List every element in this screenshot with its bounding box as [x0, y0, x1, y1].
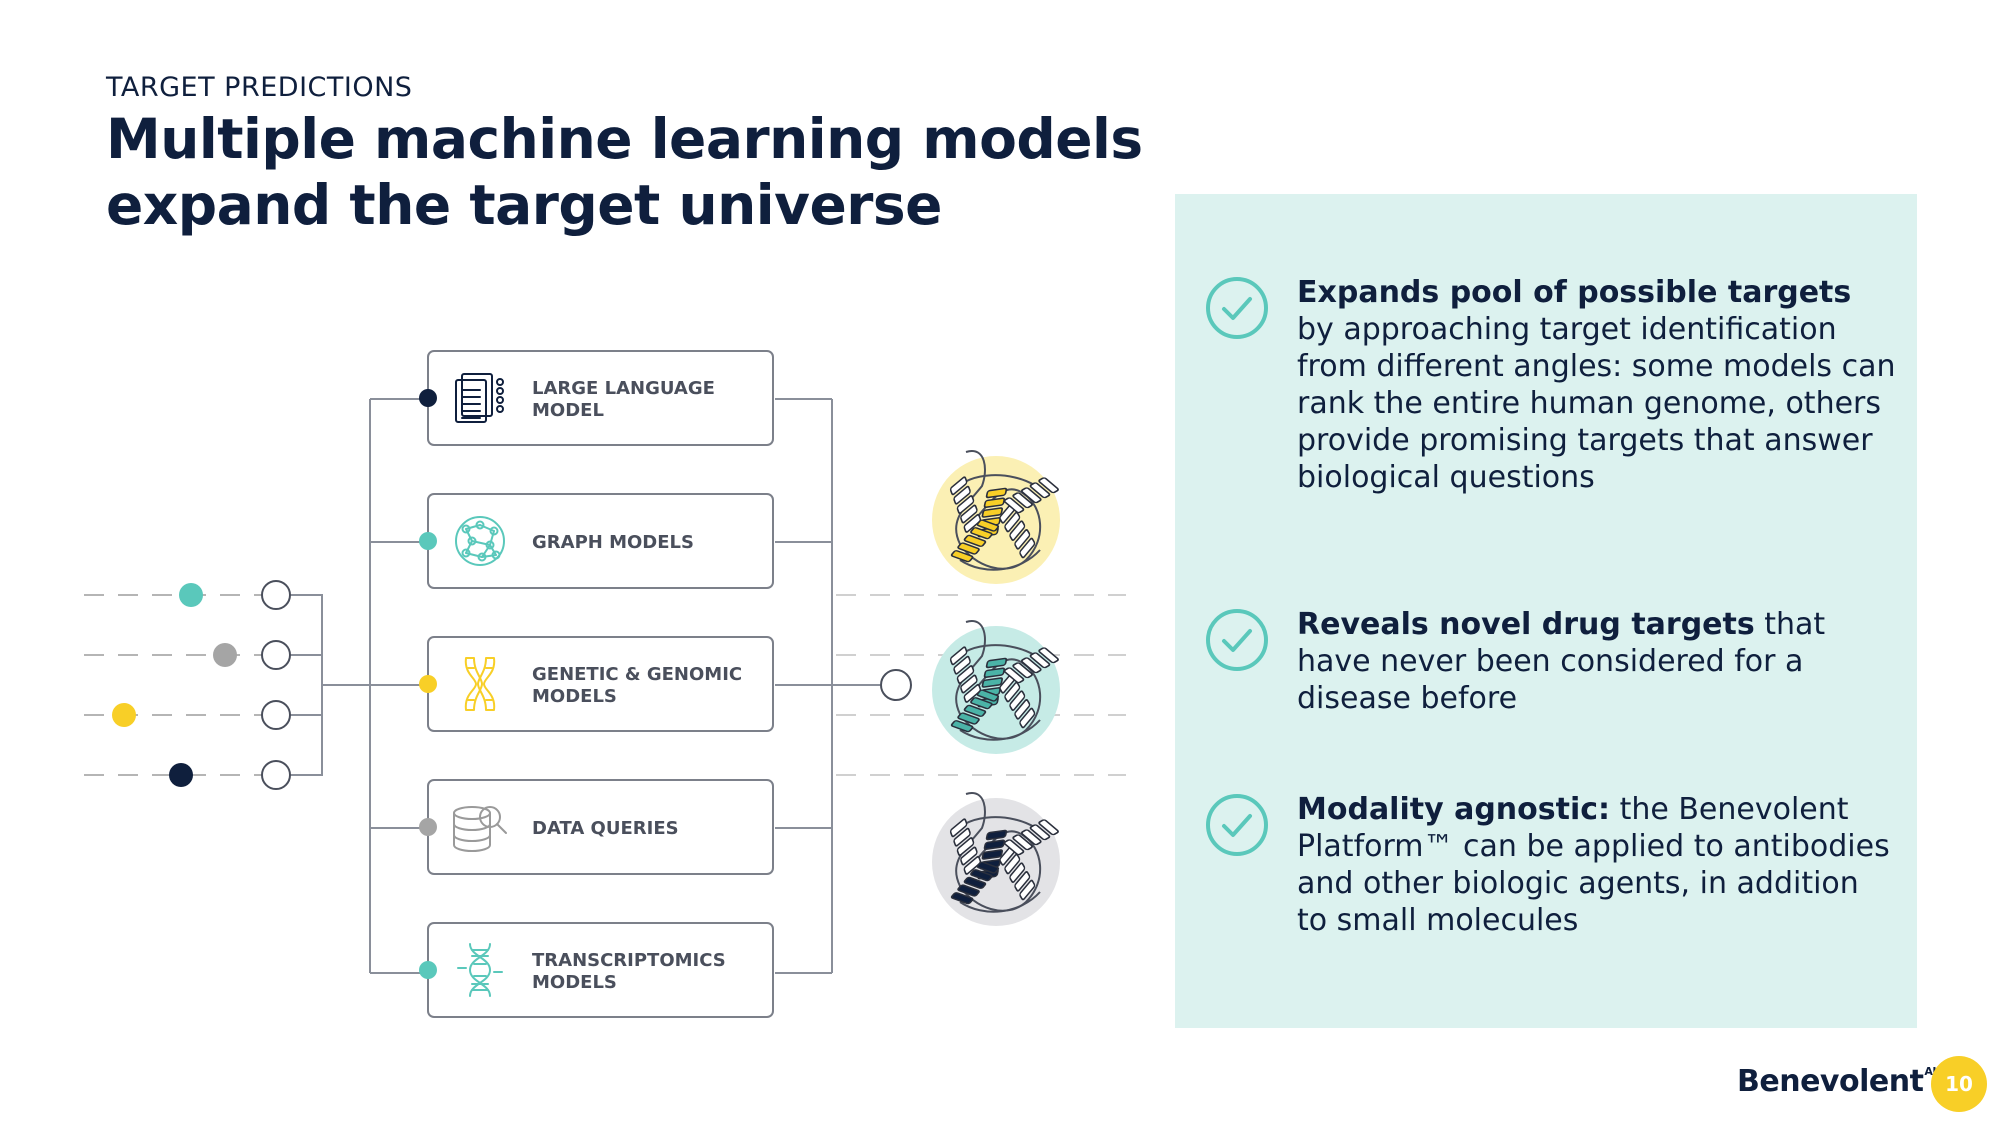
output-ring — [880, 669, 912, 701]
input-dot — [179, 583, 203, 607]
benefit-text: Reveals novel drug targets that have nev… — [1297, 606, 1897, 717]
model-label: GENETIC & GENOMIC — [532, 664, 742, 685]
model-label: TRANSCRIPTOMICS — [532, 950, 726, 971]
dna-helix-icon — [457, 943, 503, 997]
model-box: GRAPH MODELS — [419, 493, 774, 589]
model-label: GRAPH MODELS — [532, 532, 694, 553]
check-circle-icon — [1206, 794, 1268, 856]
check-circle-icon — [1206, 609, 1268, 671]
section-kicker: TARGET PREDICTIONS — [106, 72, 413, 103]
document-stack-icon — [455, 373, 504, 423]
protein-structure-grey-icon — [932, 792, 1060, 926]
model-label: MODEL — [532, 400, 604, 421]
benefit-description: that have never been considered for a di… — [1297, 607, 1826, 716]
input-dot — [169, 763, 193, 787]
check-circle-icon — [1206, 277, 1268, 339]
input-ring — [261, 700, 291, 730]
model-connector-dot — [419, 675, 437, 693]
benefits-panel: Expands pool of possible targets by appr… — [1175, 194, 1917, 1028]
model-label: MODELS — [532, 972, 617, 993]
input-rings — [261, 580, 291, 790]
input-ring — [261, 760, 291, 790]
model-connector-dot — [419, 818, 437, 836]
benefit-text: Modality agnostic: the Benevolent Platfo… — [1297, 791, 1897, 939]
network-graph-icon — [455, 516, 505, 566]
model-label: MODELS — [532, 686, 617, 707]
input-dot — [112, 703, 136, 727]
brand-name: Benevolent — [1737, 1064, 1924, 1099]
page-number-badge: 10 — [1931, 1056, 1987, 1112]
chromosome-icon — [464, 657, 496, 711]
model-connector-dot — [419, 532, 437, 550]
database-search-icon — [453, 806, 507, 852]
model-connector-dot — [419, 389, 437, 407]
benefit-description: by approaching target identification fro… — [1297, 312, 1896, 495]
model-box: DATA QUERIES — [419, 779, 774, 875]
input-ring — [261, 580, 291, 610]
protein-structure-yellow-icon — [932, 450, 1060, 584]
model-label: DATA QUERIES — [532, 818, 679, 839]
model-connector-dot — [419, 961, 437, 979]
protein-structure-teal-icon — [932, 620, 1060, 754]
benefit-heading: Modality agnostic: — [1297, 792, 1611, 827]
benefit-heading: Expands pool of possible targets — [1297, 275, 1852, 310]
benefit-description: the Benevolent Platform™ can be applied … — [1297, 792, 1890, 938]
connector-lines — [290, 398, 880, 974]
benefit-text: Expands pool of possible targets by appr… — [1297, 274, 1897, 496]
benefit-heading: Reveals novel drug targets — [1297, 607, 1755, 642]
brand-logo: BenevolentAI — [1737, 1064, 1937, 1099]
page-title: Multiple machine learning models expand … — [106, 107, 1143, 237]
input-ring — [261, 640, 291, 670]
input-dot — [213, 643, 237, 667]
model-label: LARGE LANGUAGE — [532, 378, 715, 399]
